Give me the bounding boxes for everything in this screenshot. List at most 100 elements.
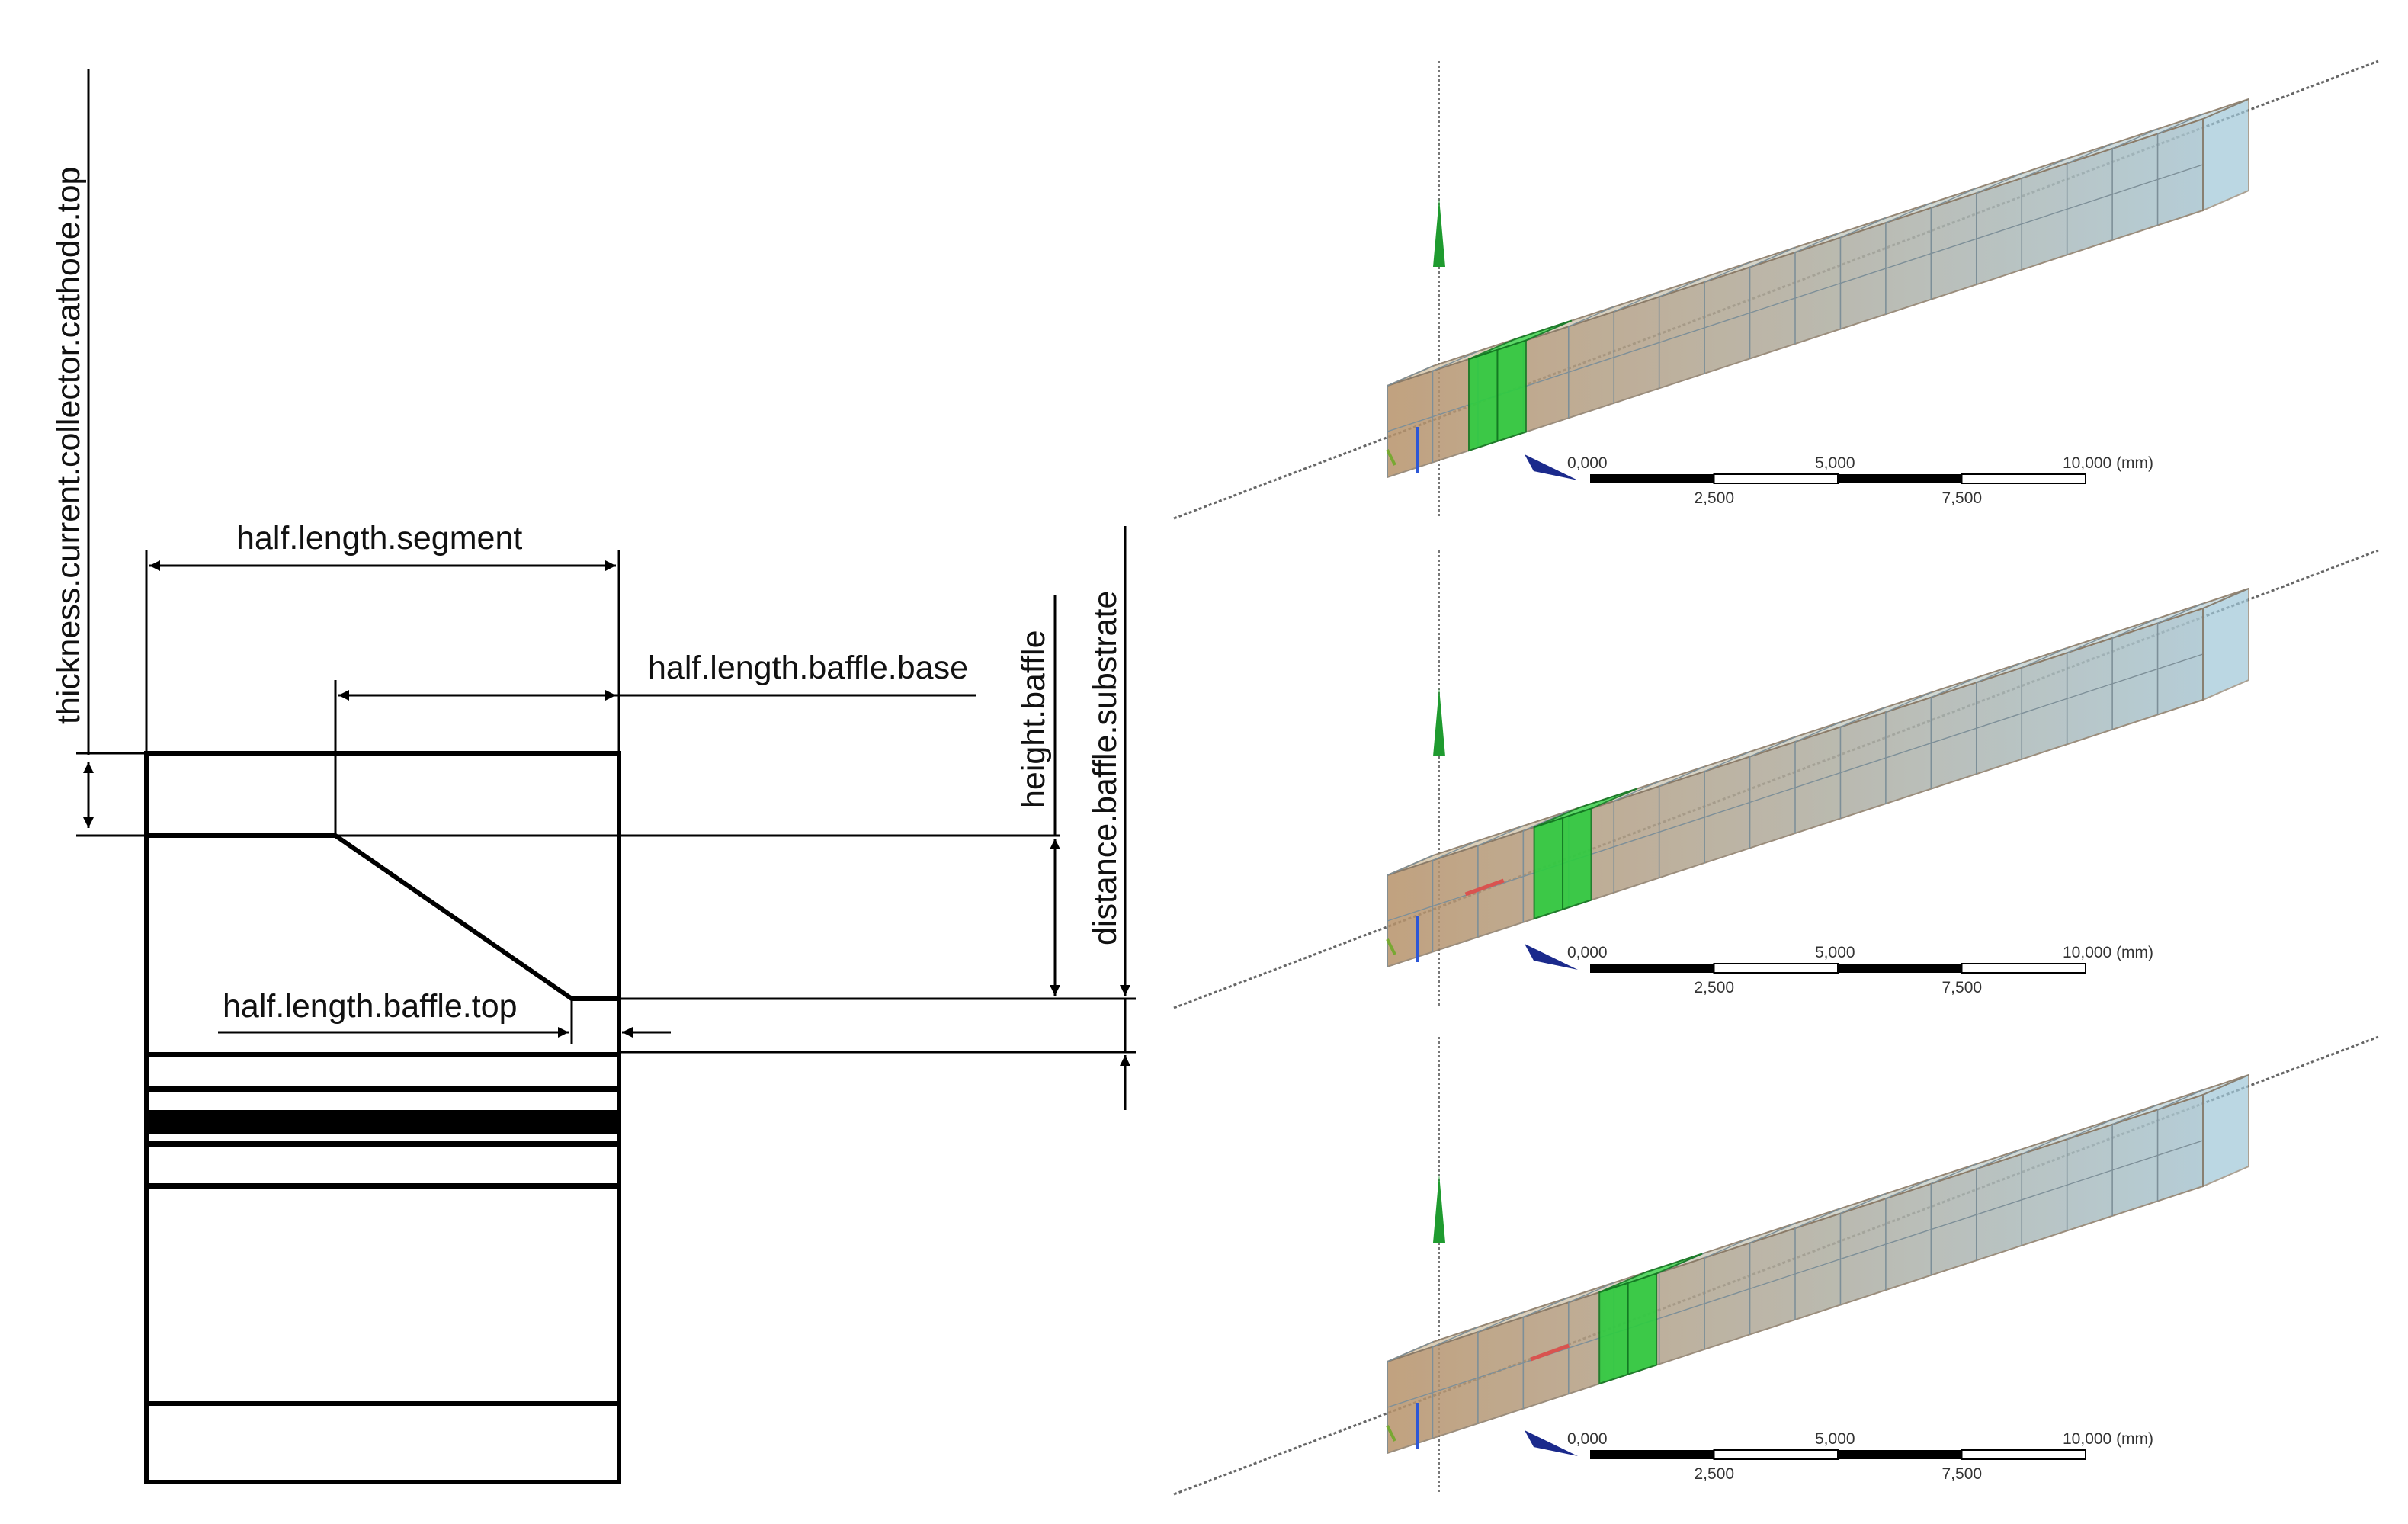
cross-section-schematic: thickness.current.collector.cathode.top … [50, 69, 1136, 1484]
mesh-mid-line [1387, 653, 2204, 922]
scale-label-l0: 0,000 [1567, 1430, 1608, 1448]
mesh-cell-top-divider [1477, 825, 1525, 846]
origin-marker-green [1386, 449, 1396, 466]
mesh-end-cap [2202, 1073, 2249, 1188]
scale-label-l0: 0,000 [1567, 944, 1608, 961]
scale-label-l3: 2,500 [1695, 489, 1735, 507]
mesh-view-2: 0,000 5,000 10,000 (mm) 2,500 7,500 [1173, 549, 2379, 1009]
half-length-baffle-top-label: half.length.baffle.top [223, 988, 518, 1025]
mesh-cell-top-divider [1704, 1237, 1751, 1259]
mesh-cell-top-divider [1931, 1163, 1977, 1185]
origin-marker-green [1386, 938, 1396, 955]
mesh-cell-top-divider [2111, 618, 2159, 639]
mesh-cell-top-divider [2067, 632, 2113, 653]
scale-segment-3 [1838, 1450, 1962, 1459]
scale-label-l3: 2,500 [1695, 979, 1735, 996]
scale-segment-4 [1961, 1449, 2086, 1460]
mesh-cell-top-divider [1432, 1326, 1479, 1348]
z-axis-arrow [1525, 1430, 1578, 1456]
mesh-cell-top-divider [1523, 810, 1570, 832]
height-baffle-label: height.baffle [1015, 630, 1052, 808]
scale-label-l1: 5,000 [1815, 1430, 1855, 1448]
highlighted-segment-top [1534, 788, 1637, 828]
mesh-cell-top-divider [2111, 1104, 2159, 1125]
mesh-cell-top-divider [1749, 1222, 1796, 1244]
mesh-cell-top-divider [1885, 202, 1932, 223]
flow-marker [1530, 1343, 1570, 1362]
z-axis-arrow [1525, 454, 1578, 480]
scale-segment-1 [1590, 1450, 1714, 1459]
scale-label-l2: 10,000 (mm) [2063, 1430, 2153, 1448]
scale-segment-4 [1961, 963, 2086, 974]
mesh-cell-top-divider [1885, 691, 1932, 713]
mesh-cell-top-divider [1523, 1297, 1570, 1318]
thickness-cc-cathode-top-label: thickness.current.collector.cathode.top [50, 167, 87, 724]
mesh-cell-top-divider [2021, 647, 2068, 669]
mesh-cell-top-divider [2067, 143, 2113, 164]
scale-label-l1: 5,000 [1815, 944, 1855, 961]
mesh-cell-top-divider [1387, 1341, 1434, 1362]
scale-label-l2: 10,000 (mm) [2063, 454, 2153, 472]
mesh-cell-top-divider [1931, 677, 1977, 698]
scale-segment-4 [1961, 473, 2086, 484]
mesh-cell-top-divider [1749, 246, 1796, 268]
scale-label-l4: 7,500 [1942, 979, 1983, 996]
mesh-end-cap [2202, 98, 2249, 212]
mesh-cell-top-divider [2067, 1118, 2113, 1140]
mesh-cell-top-divider [1568, 306, 1615, 327]
mesh-cell-top-divider [1568, 1282, 1615, 1303]
highlighted-segment-top [1468, 319, 1573, 360]
scale-segment-1 [1590, 474, 1714, 483]
mesh-cell-top-divider [1794, 721, 1842, 743]
scale-label-l4: 7,500 [1942, 1465, 1983, 1483]
mesh-cell-top-divider [1704, 261, 1751, 283]
mesh-cell-top-divider [1387, 855, 1434, 876]
mesh-cell-top-divider [1477, 1311, 1525, 1333]
y-axis-arrow [1433, 688, 1445, 756]
z-axis-arrow [1525, 944, 1578, 970]
mesh-cell-top-divider [1885, 1178, 1932, 1199]
highlighted-segment-top [1598, 1253, 1703, 1293]
half-length-baffle-base-label: half.length.baffle.base [648, 650, 968, 686]
mesh-cell-top-divider [1387, 365, 1434, 387]
mesh-end-cap [2202, 587, 2249, 701]
mesh-cell-top-divider [2021, 1134, 2068, 1155]
mesh-cell-top-divider [1976, 662, 2023, 683]
mesh-cell-top-divider [1659, 276, 1705, 297]
internal-layers [146, 1052, 619, 1406]
mesh-cell-top-divider [2157, 602, 2204, 624]
mesh-cell-top-divider [1432, 839, 1479, 861]
mesh-cell-top-divider [2021, 158, 2068, 179]
mesh-cell-top-divider [1976, 172, 2023, 194]
scale-segment-1 [1590, 964, 1714, 973]
scale-label-l1: 5,000 [1815, 454, 1855, 472]
origin-marker-green [1386, 1425, 1396, 1442]
mesh-cell-top-divider [1794, 232, 1842, 253]
scale-segment-3 [1838, 964, 1962, 973]
mesh-views: 0,000 5,000 10,000 (mm) 2,500 7,500 0,000 5,00… [1173, 59, 2379, 1496]
mesh-cell-top-divider [1840, 1192, 1887, 1214]
scale-segment-3 [1838, 474, 1962, 483]
mesh-cell-top-divider [1840, 217, 1887, 239]
mesh-cell-top-divider [2157, 113, 2204, 135]
mesh-cell-top-divider [1704, 751, 1751, 772]
distance-baffle-substrate-label: distance.baffle.substrate [1087, 591, 1124, 945]
half-length-segment-label: half.length.segment [236, 520, 522, 557]
scale-segment-2 [1713, 1449, 1839, 1460]
mesh-cell-top-divider [1840, 706, 1887, 728]
mesh-cell-top-divider [1749, 736, 1796, 758]
scale-segment-2 [1713, 473, 1839, 484]
mesh-cell-top-divider [1976, 1148, 2023, 1169]
mesh-cell-top-divider [1794, 1208, 1842, 1229]
y-axis-arrow [1433, 1174, 1445, 1243]
y-axis-arrow [1433, 198, 1445, 267]
flow-marker [1464, 878, 1505, 897]
mesh-cell-top-divider [2157, 1089, 2204, 1111]
mesh-mid-line [1387, 1140, 2204, 1408]
scale-label-l2: 10,000 (mm) [2063, 944, 2153, 961]
mesh-cell-top-divider [1659, 765, 1705, 787]
